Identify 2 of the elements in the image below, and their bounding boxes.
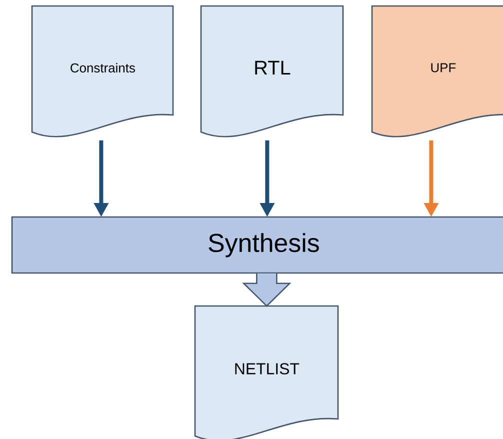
block-arrow <box>242 272 292 307</box>
process-band: Synthesis <box>11 216 503 274</box>
